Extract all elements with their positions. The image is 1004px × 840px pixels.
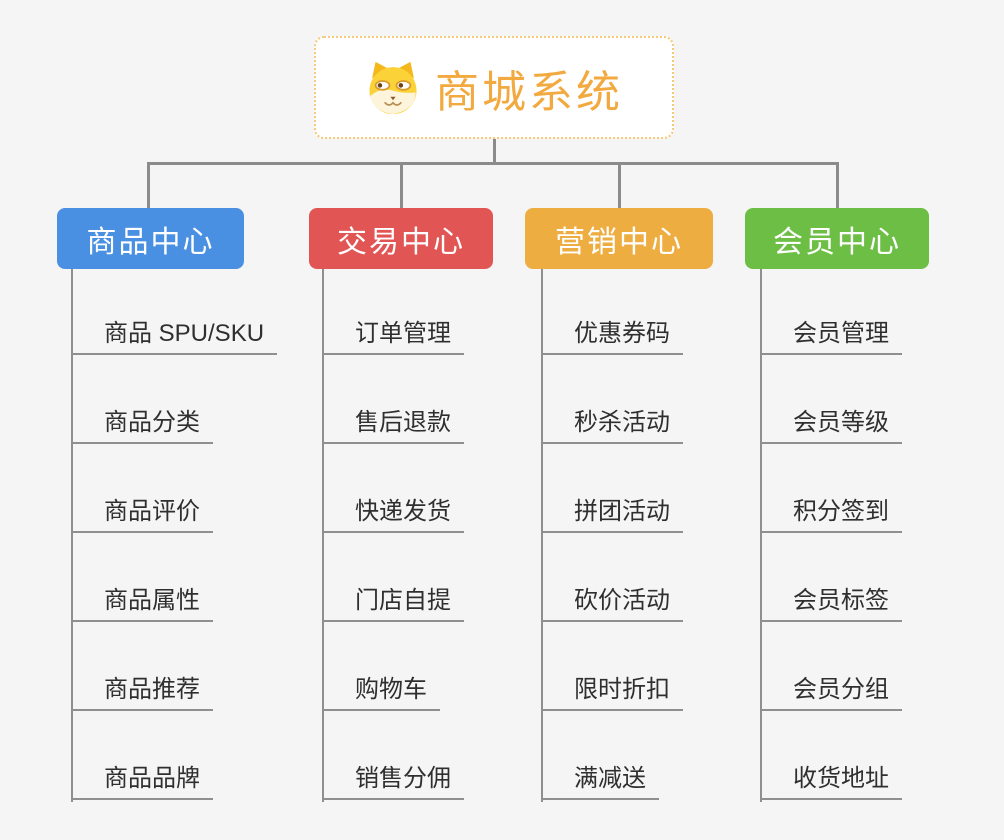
- node-member-tag[interactable]: 会员标签: [760, 586, 902, 622]
- node-full-reduction[interactable]: 满减送: [541, 764, 659, 800]
- node-shopping-cart[interactable]: 购物车: [322, 675, 440, 711]
- node-group-buy[interactable]: 拼团活动: [541, 497, 683, 533]
- branch-header-product[interactable]: 商品中心: [57, 208, 244, 269]
- branch-header-marketing[interactable]: 营销中心: [525, 208, 713, 269]
- drop-connector-product: [147, 164, 150, 208]
- bus-connector: [147, 162, 839, 165]
- node-member-management[interactable]: 会员管理: [760, 319, 902, 355]
- root-node[interactable]: 商城系统: [314, 36, 674, 139]
- branch-header-member[interactable]: 会员中心: [745, 208, 929, 269]
- node-product-recommend[interactable]: 商品推荐: [71, 675, 213, 711]
- node-order-management[interactable]: 订单管理: [322, 319, 464, 355]
- node-product-category[interactable]: 商品分类: [71, 408, 213, 444]
- node-flash-sale[interactable]: 秒杀活动: [541, 408, 683, 444]
- node-bargain-activity[interactable]: 砍价活动: [541, 586, 683, 622]
- node-shipping-address[interactable]: 收货地址: [760, 764, 902, 800]
- dog-face-icon: [369, 61, 417, 114]
- node-sales-commission[interactable]: 销售分佣: [322, 764, 464, 800]
- node-member-level[interactable]: 会员等级: [760, 408, 902, 444]
- drop-connector-trade: [400, 164, 403, 208]
- node-product-review[interactable]: 商品评价: [71, 497, 213, 533]
- branch-header-trade[interactable]: 交易中心: [309, 208, 493, 269]
- node-aftersale-refund[interactable]: 售后退款: [322, 408, 464, 444]
- node-express-delivery[interactable]: 快递发货: [322, 497, 464, 533]
- node-limited-time-discount[interactable]: 限时折扣: [541, 675, 683, 711]
- drop-connector-marketing: [618, 164, 621, 208]
- node-product-attribute[interactable]: 商品属性: [71, 586, 213, 622]
- trunk-connector-trade: [322, 269, 324, 802]
- root-stem-connector: [493, 139, 496, 164]
- node-coupon-code[interactable]: 优惠券码: [541, 319, 683, 355]
- node-product-spu-sku[interactable]: 商品 SPU/SKU: [71, 319, 278, 355]
- trunk-connector-product: [71, 269, 73, 802]
- node-points-checkin[interactable]: 积分签到: [760, 497, 902, 533]
- trunk-connector-marketing: [541, 269, 543, 802]
- drop-connector-member: [836, 164, 839, 208]
- trunk-connector-member: [760, 269, 762, 802]
- node-product-brand[interactable]: 商品品牌: [71, 764, 213, 800]
- root-title: 商城系统: [435, 67, 623, 117]
- node-store-pickup[interactable]: 门店自提: [322, 586, 464, 622]
- node-member-group[interactable]: 会员分组: [760, 675, 902, 711]
